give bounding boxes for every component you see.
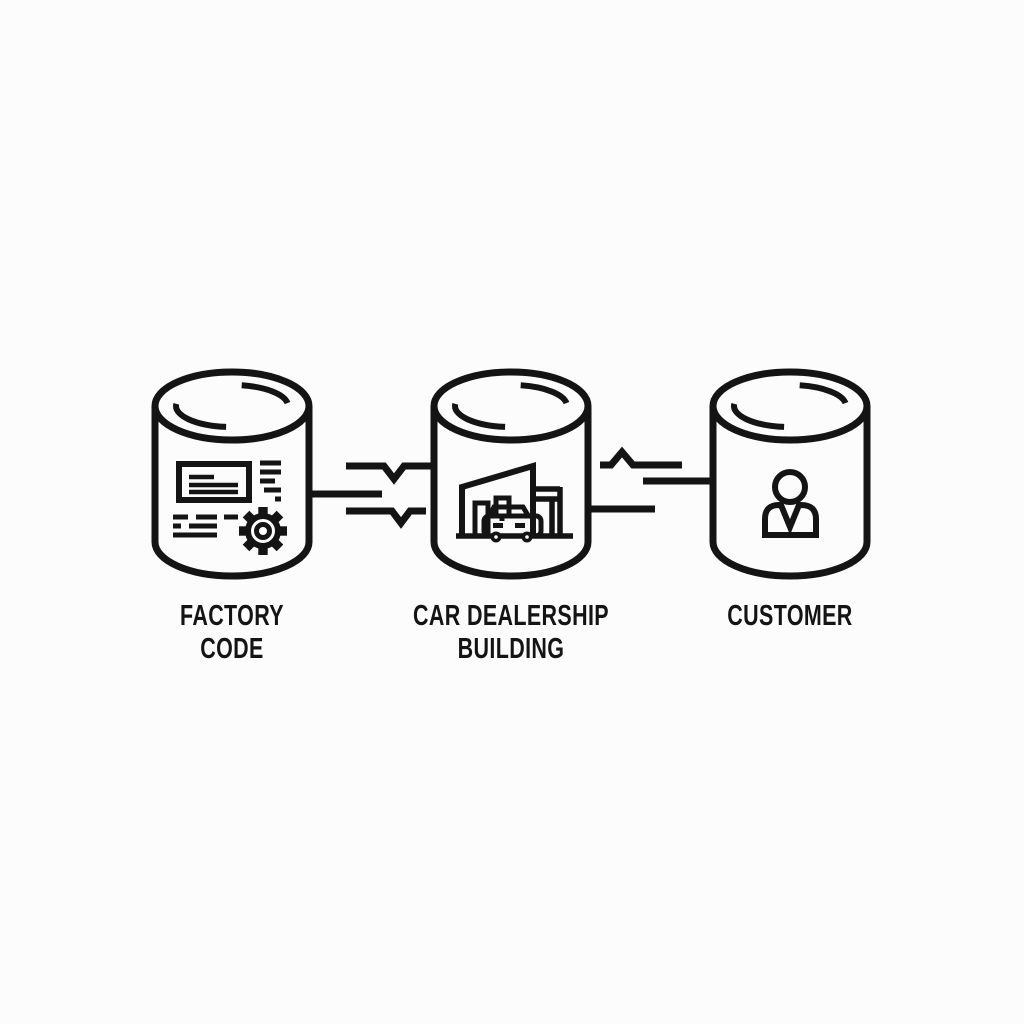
factory-code-node [155, 372, 309, 576]
connector-dealership-to-customer [586, 446, 716, 513]
factory-code-label: FACTORY CODE [121, 600, 343, 666]
document-code-gear-icon [173, 460, 287, 555]
label-line-2: CODE [200, 633, 264, 665]
person-head [772, 469, 808, 505]
label-line-2: BUILDING [457, 633, 565, 665]
dealership-building-car-icon [456, 461, 573, 543]
person-icon [762, 469, 819, 538]
label-line-1: CAR DEALERSHIP [413, 600, 609, 632]
car-icon [481, 504, 544, 543]
label-line-1: FACTORY [180, 600, 284, 632]
label-line-1: CUSTOMER [727, 600, 853, 632]
car-dealership-node [434, 372, 588, 576]
connector-factory-to-dealership [306, 462, 436, 529]
customer-node [713, 372, 867, 576]
gear-icon [239, 507, 287, 555]
customer-label: CUSTOMER [679, 600, 901, 633]
connector-line-top-v-notch [346, 462, 436, 485]
person-shoulders [762, 502, 819, 538]
document-rect [176, 461, 252, 503]
connector-line-top-peak [600, 446, 682, 469]
connector-line-bottom-v-notch [346, 507, 426, 529]
car-dealership-label: CAR DEALERSHIP BUILDING [400, 600, 622, 666]
